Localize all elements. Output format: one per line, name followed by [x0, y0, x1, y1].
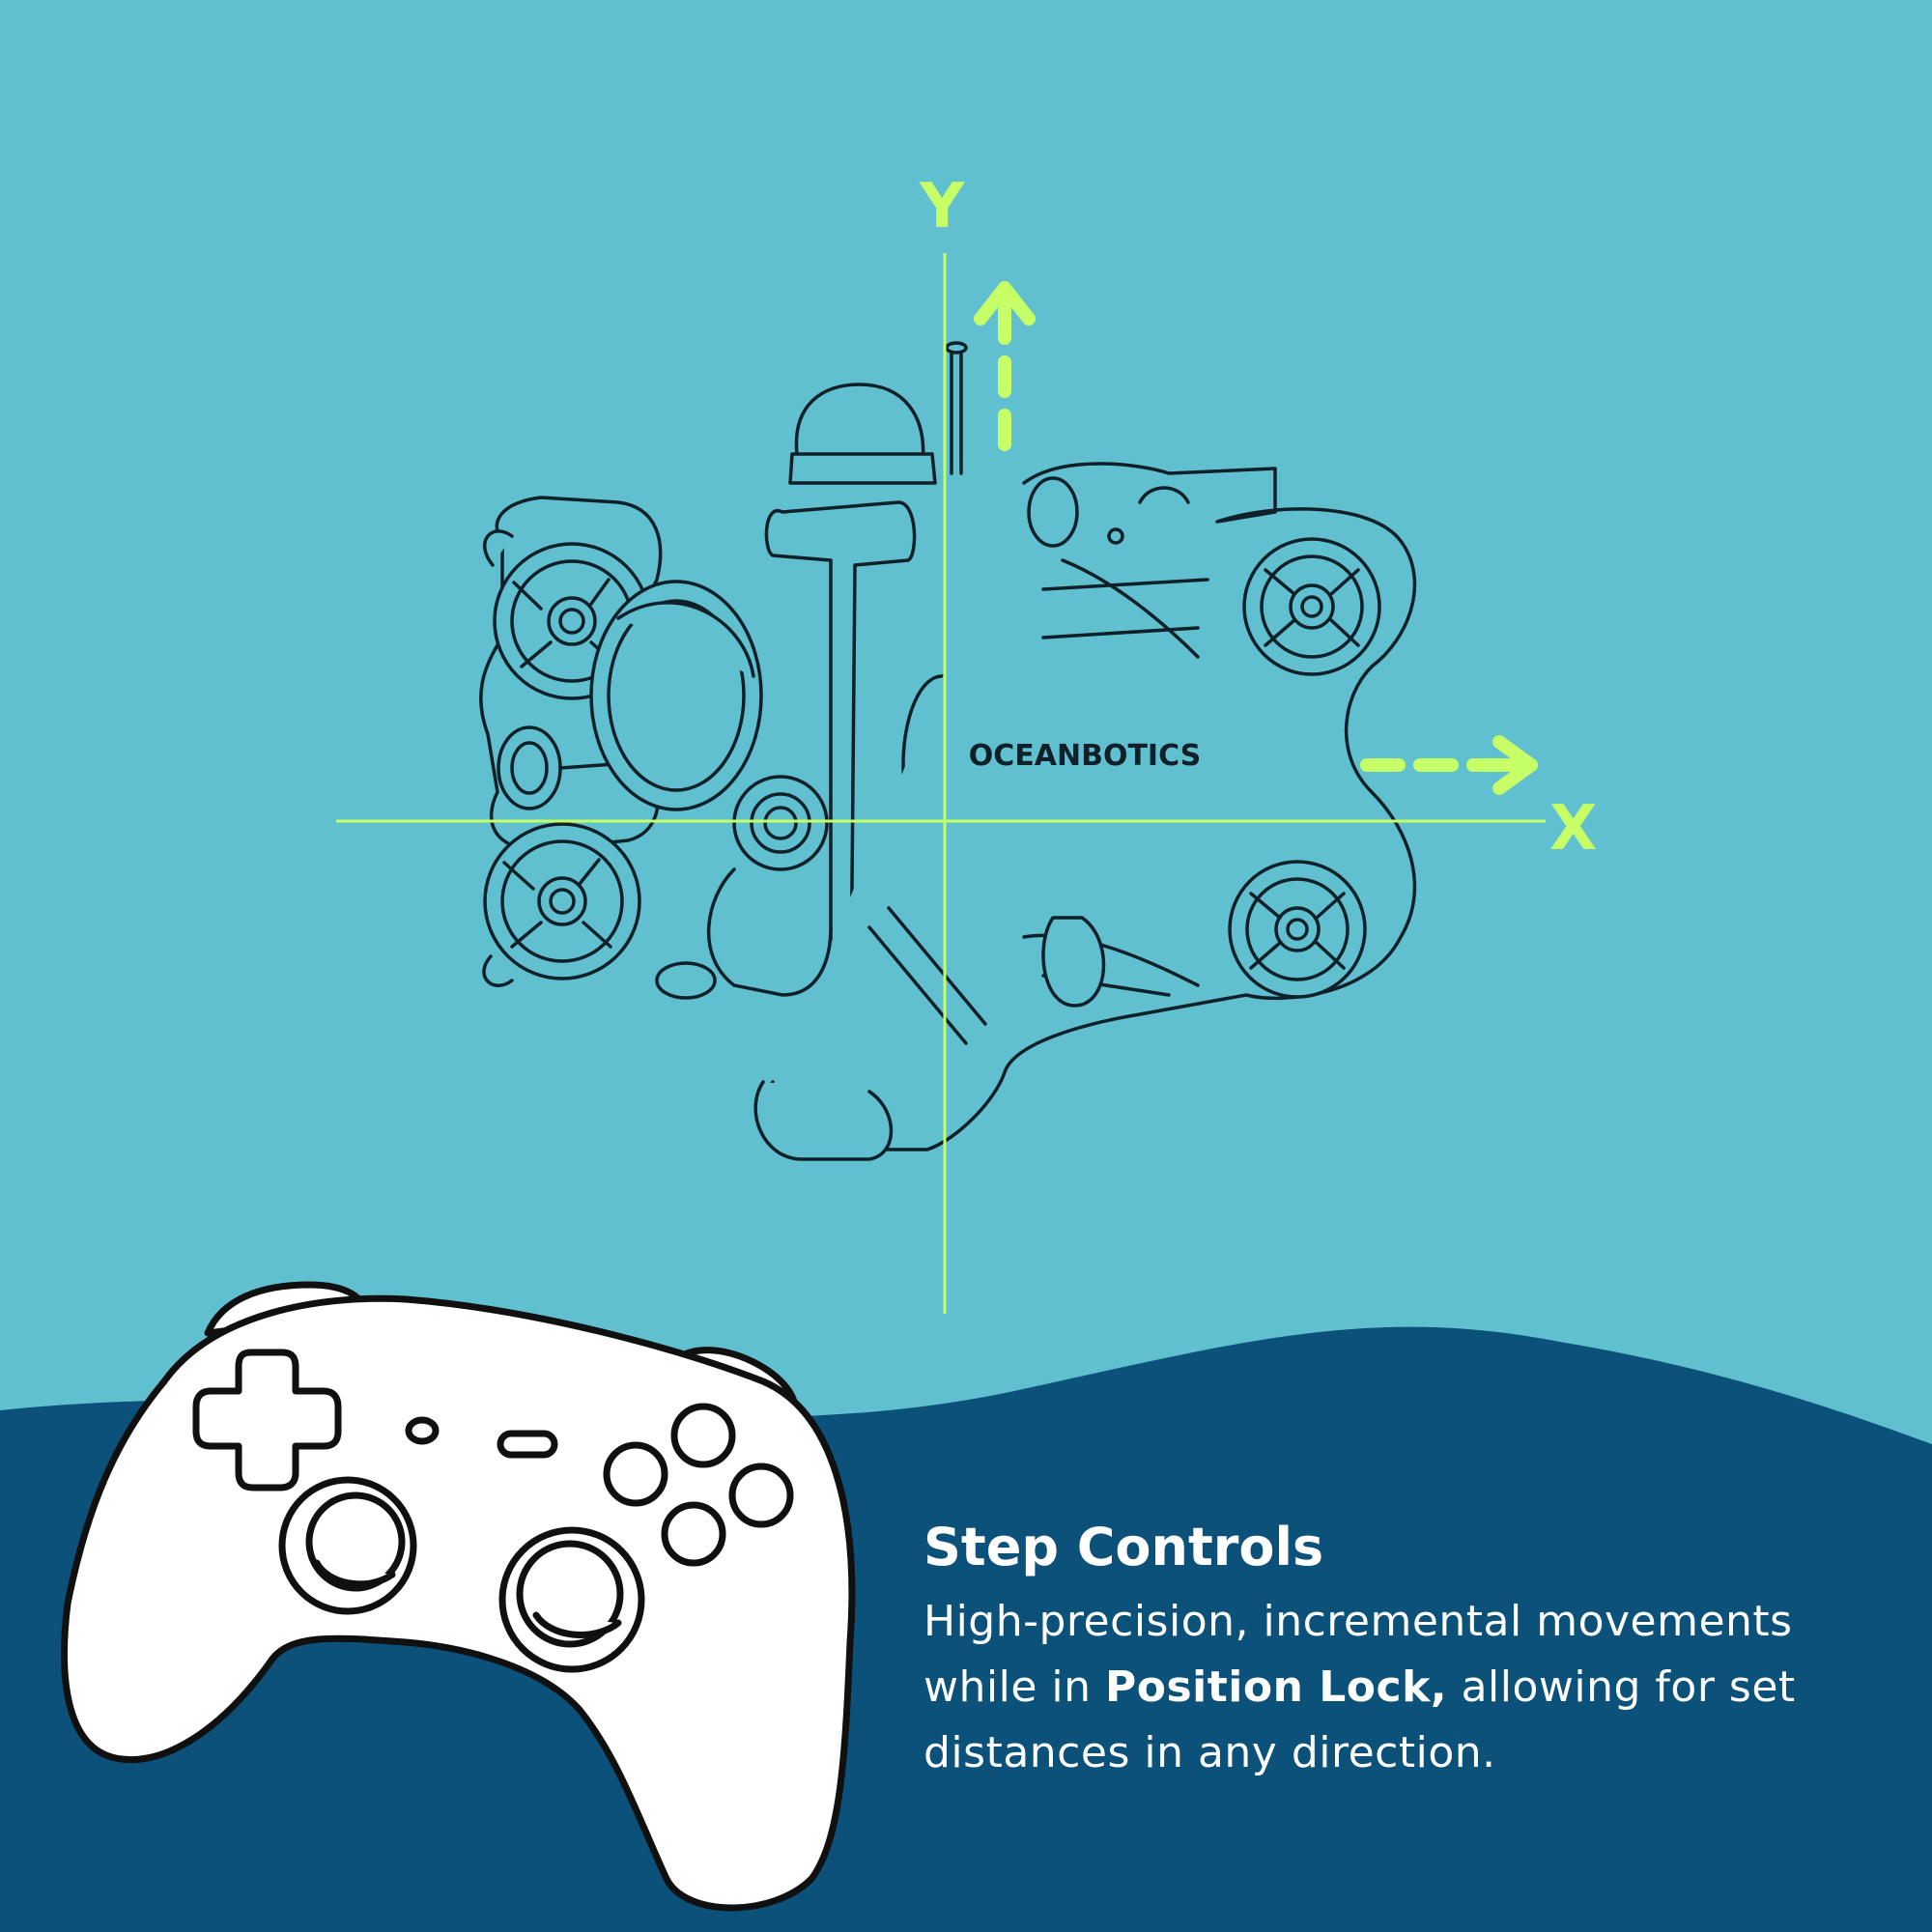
- caption: Step Controls High-precision, incrementa…: [923, 1517, 1909, 1786]
- y-axis-label: Y: [920, 171, 965, 242]
- caption-line-2: allowing for set distances in any direct…: [923, 1662, 1796, 1778]
- x-axis-label: X: [1549, 793, 1598, 865]
- axes: [336, 253, 1546, 1314]
- caption-body: High-precision, incremental movements wh…: [923, 1589, 1909, 1787]
- caption-title: Step Controls: [923, 1517, 1324, 1577]
- game-controller-icon: [61, 1281, 856, 1912]
- arrow-right-icon: [1360, 735, 1538, 795]
- rov-brand-text: OCEANBOTICS: [969, 739, 1202, 773]
- rov-drone-icon: [479, 341, 1417, 1161]
- arrow-up-icon: [974, 281, 1036, 451]
- caption-bold-text: Position Lock,: [1105, 1662, 1448, 1712]
- caption-line-1: High-precision, incremental movements wh…: [923, 1596, 1793, 1712]
